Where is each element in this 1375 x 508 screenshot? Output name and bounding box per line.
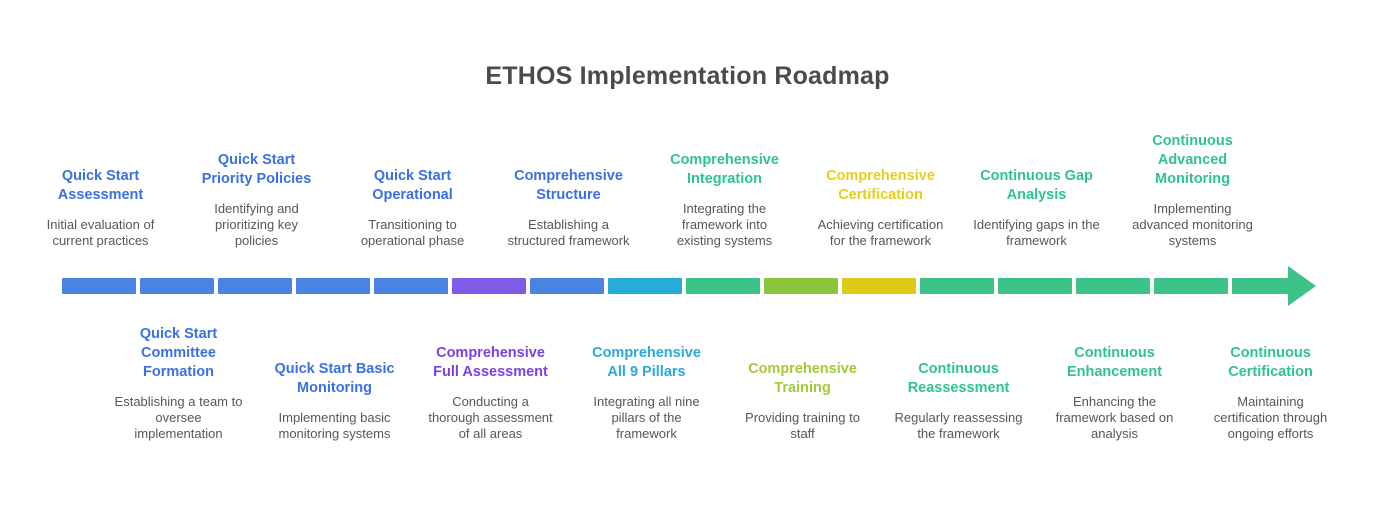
milestone-title: Comprehensive Full Assessment [433, 345, 548, 380]
milestone-description: Regularly reassessing the framework [894, 410, 1023, 441]
timeline-segment [452, 278, 526, 294]
timeline-segment [140, 278, 214, 294]
milestone-title: Comprehensive Integration [670, 152, 779, 187]
milestone-description: Enhancing the framework based on analysi… [1055, 394, 1174, 441]
milestone-description: Establishing a structured framework [507, 217, 630, 248]
milestone-title: Quick Start Priority Policies [201, 152, 312, 187]
milestone-description: Maintaining certification through ongoin… [1213, 394, 1328, 441]
milestone-title: Quick Start Operational [372, 168, 453, 203]
milestone-title: Comprehensive All 9 Pillars [592, 345, 701, 380]
milestone-description: Achieving certification for the framewor… [817, 217, 944, 248]
timeline-segment [374, 278, 448, 294]
milestone-title: Comprehensive Training [748, 361, 857, 396]
milestone-title: Quick Start Assessment [57, 168, 144, 203]
milestone-title: Continuous Gap Analysis [980, 168, 1093, 203]
milestone-title: Continuous Reassessment [907, 361, 1010, 396]
timeline-segment [764, 278, 838, 294]
timeline-segment [296, 278, 370, 294]
milestone-title: Continuous Enhancement [1066, 345, 1163, 380]
timeline-segment [920, 278, 994, 294]
milestone-title: Continuous Advanced Monitoring [1152, 133, 1233, 187]
milestone-description: Integrating all nine pillars of the fram… [593, 394, 700, 441]
milestone-description: Integrating the framework into existing … [676, 201, 773, 248]
timeline-segment [608, 278, 682, 294]
arrow-head-icon [1288, 266, 1316, 306]
milestone-description: Establishing a team to oversee implement… [114, 394, 243, 441]
milestone-description: Implementing basic monitoring systems [278, 410, 391, 441]
milestone-description: Providing training to staff [745, 410, 860, 441]
milestone-description: Implementing advanced monitoring systems [1132, 201, 1253, 248]
milestone-description: Identifying gaps in the framework [973, 217, 1100, 248]
timeline-segment [842, 278, 916, 294]
timeline-segment [1232, 278, 1288, 294]
milestone-title: Comprehensive Structure [514, 168, 623, 203]
timeline-segment [218, 278, 292, 294]
milestone-title: Quick Start Basic Monitoring [274, 361, 395, 396]
milestone-title: Continuous Certification [1228, 345, 1313, 380]
milestone-description: Transitioning to operational phase [360, 217, 465, 248]
milestone-title: Comprehensive Certification [826, 168, 935, 203]
timeline-segment [998, 278, 1072, 294]
timeline-segment [686, 278, 760, 294]
timeline-segment [1076, 278, 1150, 294]
milestone-description: Identifying and prioritizing key policie… [214, 201, 299, 248]
timeline-segment [530, 278, 604, 294]
timeline-segment [1154, 278, 1228, 294]
timeline-segment [62, 278, 136, 294]
milestone-description: Initial evaluation of current practices [46, 217, 155, 248]
milestone-title: Quick Start Committee Formation [139, 326, 218, 380]
page-title: ETHOS Implementation Roadmap [485, 62, 890, 90]
milestone-description: Conducting a thorough assessment of all … [428, 394, 553, 441]
